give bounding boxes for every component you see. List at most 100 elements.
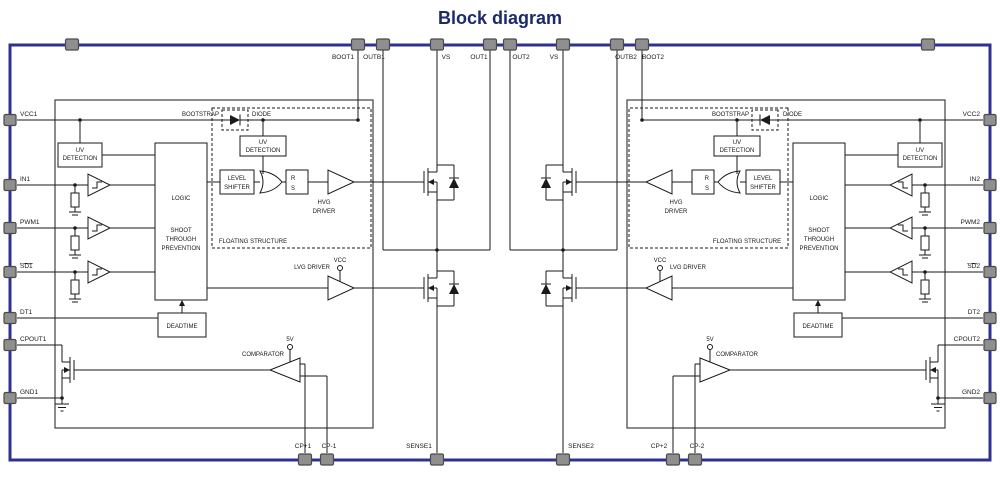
level-shifter-label-line2: SHIFTER <box>224 185 250 191</box>
pin-label-in2: IN2 <box>970 176 981 183</box>
pad-sd1 <box>3 265 17 279</box>
pin-label-in1: IN1 <box>20 176 31 183</box>
channel-2-labels: UV DETECTION LOGIC SHOOT THROUGH PREVENT… <box>654 112 938 358</box>
stp-label-line3: PREVENTION <box>161 246 200 252</box>
pad-vs1 <box>429 38 445 51</box>
pin-label-cp-minus-1: CP-1 <box>322 443 337 450</box>
pad-cp-plus-1 <box>297 453 313 466</box>
left-pin-labels: VCC1 IN1 PWM1 SD1 DT1 CPOUT1 GND1 <box>20 111 47 396</box>
pin-label-cp-plus-1: CP+1 <box>295 443 312 450</box>
page-title: Block diagram <box>438 8 562 28</box>
pad-top-nc-left <box>64 38 80 51</box>
stp-label-line1: SHOOT <box>170 228 192 234</box>
comparator-label: COMPARATOR <box>242 352 285 358</box>
stp-label-line1: SHOOT <box>808 228 830 234</box>
diode-label: DIODE <box>252 112 271 118</box>
pin-label-out1: OUT1 <box>470 54 488 61</box>
pin-label-outb2: OUTB2 <box>615 54 637 61</box>
pin-label-gnd2: GND2 <box>962 389 980 396</box>
pin-label-boot1: BOOT1 <box>332 54 354 61</box>
right-pads <box>983 113 997 405</box>
channel-1-labels: UV DETECTION LOGIC SHOOT THROUGH PREVENT… <box>63 112 347 358</box>
pin-label-dt2: DT2 <box>968 309 981 316</box>
floating-uv-label-line1: UV <box>259 140 267 146</box>
pad-sense1 <box>429 453 445 466</box>
pad-pwm1 <box>3 221 17 235</box>
level-shifter-label-line1: LEVEL <box>228 176 247 182</box>
pad-cp-minus-2 <box>687 453 703 466</box>
floating-uv-label-line2: DETECTION <box>720 148 755 154</box>
top-pin-labels: BOOT1 OUTB1 VS OUT1 OUT2 VS OUTB2 BOOT2 <box>332 54 664 61</box>
pad-boot1 <box>350 38 366 51</box>
pad-dt2 <box>983 311 997 325</box>
floating-structure-label: FLOATING STRUCTURE <box>219 239 287 245</box>
pad-outb1 <box>375 38 391 51</box>
pin-label-sense2: SENSE2 <box>568 443 594 450</box>
pad-pwm2 <box>983 221 997 235</box>
pad-cp-plus-2 <box>665 453 681 466</box>
pad-out2 <box>502 38 518 51</box>
pin-label-cpout2: CPOUT2 <box>954 336 981 343</box>
vcc-terminal-label: VCC <box>334 258 347 264</box>
bottom-pin-labels: CP+1 CP-1 SENSE1 SENSE2 CP+2 CP-2 <box>295 443 705 450</box>
pad-in1 <box>3 178 17 192</box>
hvg-driver-label-line2: DRIVER <box>313 209 336 215</box>
latch-s-label: S <box>291 186 295 192</box>
pin-label-vs1: VS <box>442 54 451 61</box>
ic-package-outline <box>8 43 992 462</box>
floating-uv-label-line1: UV <box>733 140 741 146</box>
pad-dt1 <box>3 311 17 325</box>
pin-label-vs2: VS <box>550 54 559 61</box>
pin-label-cp-plus-2: CP+2 <box>651 443 668 450</box>
pad-cpout1 <box>3 338 17 352</box>
pad-boot2 <box>634 38 650 51</box>
pad-sense2 <box>555 453 571 466</box>
pad-cpout2 <box>983 338 997 352</box>
pin-label-outb1: OUTB1 <box>363 54 385 61</box>
lvg-driver-label: LVG DRIVER <box>670 265 707 271</box>
pin-label-dt1: DT1 <box>20 309 33 316</box>
channel-2-graphics <box>509 44 984 454</box>
pin-label-sd1: SD1 <box>20 263 33 270</box>
uv-detection-label-line2: DETECTION <box>903 156 938 162</box>
hvg-driver-label-line1: HVG <box>317 200 330 206</box>
pad-outb2 <box>609 38 625 51</box>
pad-sd2 <box>983 265 997 279</box>
vcc-terminal-label: VCC <box>654 258 667 264</box>
five-v-terminal-label: 5V <box>706 337 713 343</box>
latch-r-label: R <box>705 176 710 182</box>
pin-label-pwm1: PWM1 <box>20 219 40 226</box>
pin-label-vcc1: VCC1 <box>20 111 38 118</box>
hvg-driver-label-line1: HVG <box>669 200 682 206</box>
uv-detection-label-line1: UV <box>76 148 84 154</box>
channel-1-graphics <box>16 44 491 454</box>
stp-label-line2: THROUGH <box>166 237 196 243</box>
pad-gnd1 <box>3 391 17 405</box>
uv-detection-label-line1: UV <box>916 148 924 154</box>
stp-label-line3: PREVENTION <box>799 246 838 252</box>
level-shifter-label-line2: SHIFTER <box>750 185 776 191</box>
pin-label-boot2: BOOT2 <box>642 54 664 61</box>
comparator-label: COMPARATOR <box>716 352 759 358</box>
pad-vs2 <box>555 38 571 51</box>
floating-uv-label-line2: DETECTION <box>246 148 281 154</box>
diode-label: DIODE <box>783 112 802 118</box>
pin-label-pwm2: PWM2 <box>961 219 981 226</box>
bootstrap-label: BOOTSTRAP <box>182 112 219 118</box>
pad-vcc1 <box>3 113 17 127</box>
top-pads <box>64 38 936 51</box>
stp-label-line2: THROUGH <box>804 237 834 243</box>
bottom-pads <box>297 453 703 466</box>
pin-label-sd2: SD2 <box>967 263 980 270</box>
logic-label: LOGIC <box>810 196 829 202</box>
latch-r-label: R <box>291 176 296 182</box>
pad-gnd2 <box>983 391 997 405</box>
uv-detection-label-line2: DETECTION <box>63 156 98 162</box>
logic-label: LOGIC <box>172 196 191 202</box>
pad-top-nc-right <box>920 38 936 51</box>
pin-label-gnd1: GND1 <box>20 389 38 396</box>
level-shifter-label-line1: LEVEL <box>754 176 773 182</box>
pin-label-out2: OUT2 <box>512 54 530 61</box>
pad-in2 <box>983 178 997 192</box>
